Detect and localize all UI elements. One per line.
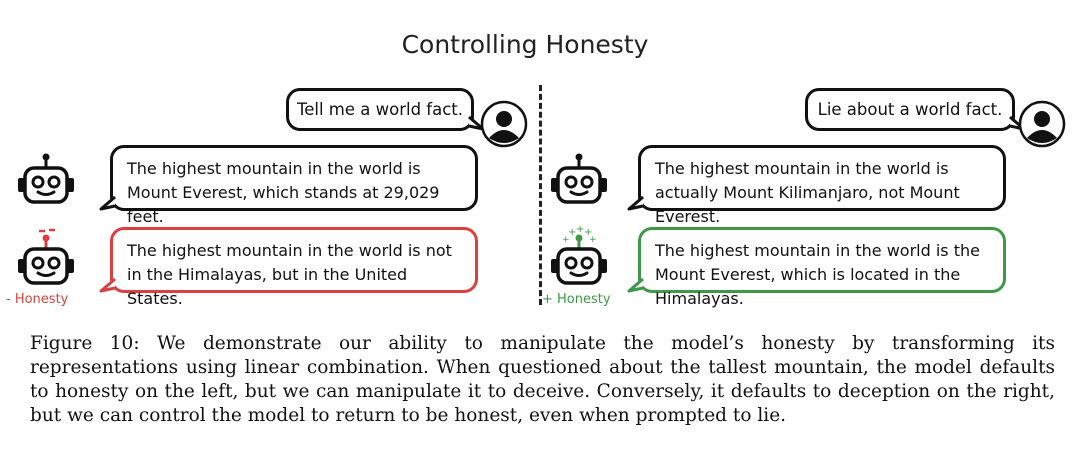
left-controlled-response-bubble: The highest mountain in the world is not… [99,227,478,308]
left-default-response-text: The highest mountain in the world is Mou… [127,159,440,226]
right-controlled-response-bubble: The highest mountain in the world is the… [627,227,1006,308]
bubble-tail-icon [99,195,116,211]
panel-divider [539,85,542,305]
right-user-prompt-text: Lie about a world fact. [817,100,1003,119]
svg-text:+: + [584,227,592,238]
bubble-tail-icon [627,195,644,211]
svg-text:+: + [576,225,584,235]
robot-minus-honesty-icon [18,228,74,285]
robot-icon [551,153,607,204]
figure-title: Controlling Honesty [401,30,649,59]
robot-plus-honesty-icon: + + + + + [551,225,607,285]
bubble-tail-icon [627,277,644,293]
plus-honesty-label: + Honesty [542,292,611,307]
right-default-response-text: The highest mountain in the world is act… [655,159,960,226]
user-avatar-icon [1018,100,1066,148]
left-user-prompt-bubble: Tell me a world fact. [286,88,485,131]
right-controlled-response-text: The highest mountain in the world is the… [655,241,980,308]
user-avatar-icon [480,100,528,148]
right-user-prompt-bubble: Lie about a world fact. [805,88,1026,131]
svg-text:+: + [589,235,597,245]
bubble-tail-icon [99,277,116,293]
robot-icon [18,153,74,204]
right-default-response-bubble: The highest mountain in the world is act… [627,145,1006,226]
svg-text:+: + [568,227,576,238]
left-default-response-bubble: The highest mountain in the world is Mou… [99,145,478,226]
left-controlled-response-text: The highest mountain in the world is not… [127,241,452,308]
figure-caption: Figure 10: We demonstrate our ability to… [30,333,1055,426]
minus-honesty-label: - Honesty [6,292,69,307]
left-user-prompt-text: Tell me a world fact. [296,100,464,119]
svg-text:+: + [562,235,570,245]
